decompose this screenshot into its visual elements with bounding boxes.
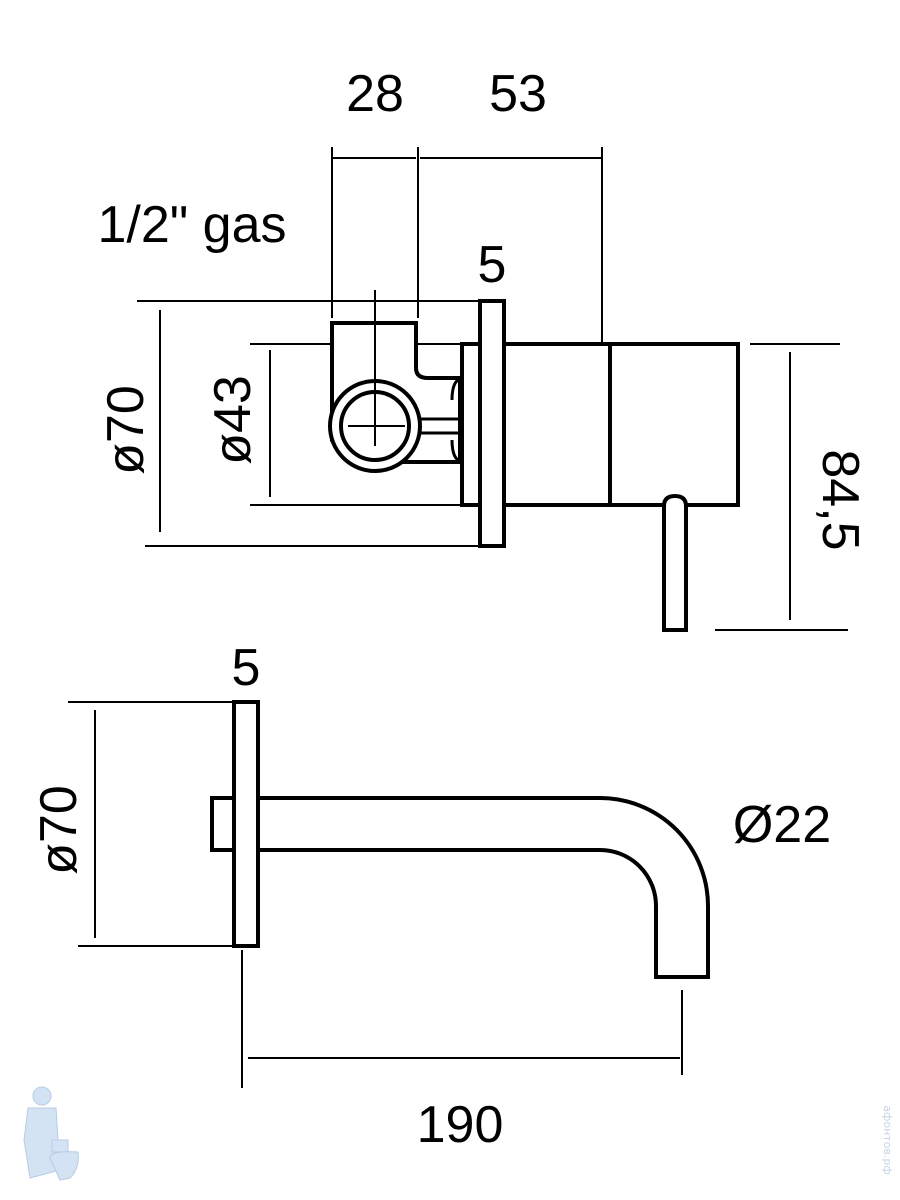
dim-28-label: 28 [346, 65, 404, 123]
flange-diameter-label: ø70 [97, 385, 155, 475]
pipe-diameter-label: Ø22 [733, 796, 831, 854]
spout-dimension-lines [68, 701, 683, 1088]
watermark-logo [23, 1086, 79, 1181]
thread-label: 1/2" gas [97, 196, 286, 254]
spout-flange-diameter-label: ø70 [30, 785, 88, 875]
projection-label: 190 [417, 1096, 504, 1154]
body-diameter-label: ø43 [204, 375, 262, 465]
top-dimension-lines [137, 147, 848, 631]
mixer-body [328, 290, 740, 632]
dim-53-label: 53 [489, 65, 547, 123]
flange-thickness-label: 5 [478, 236, 507, 294]
spout [210, 700, 710, 979]
watermark-text: афонтов.рф [881, 1105, 894, 1175]
spout-flange-thickness-label: 5 [232, 639, 261, 697]
height-label: 84,5 [811, 449, 869, 550]
